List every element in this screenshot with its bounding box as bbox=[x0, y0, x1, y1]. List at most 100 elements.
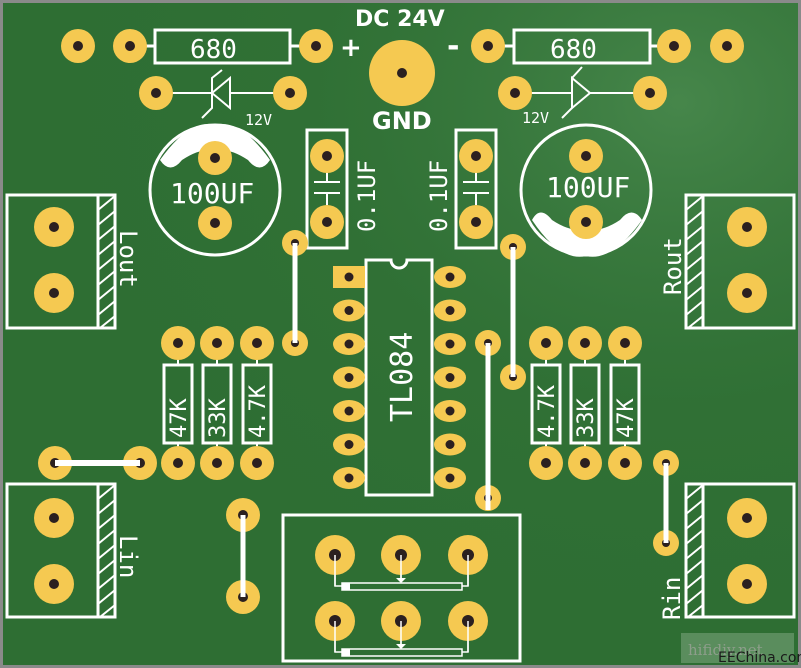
plus-label: + bbox=[340, 33, 362, 63]
left-bank-resistor-value: 33K bbox=[206, 398, 231, 438]
pad[interactable] bbox=[657, 29, 691, 63]
terminal-pad[interactable] bbox=[727, 564, 767, 604]
jumper-left-horizontal bbox=[38, 446, 157, 480]
terminal-left-output: Lout bbox=[5, 193, 142, 330]
zener-right-value: 12V bbox=[522, 109, 549, 127]
ic-pin[interactable] bbox=[434, 266, 466, 288]
pad[interactable] bbox=[471, 29, 505, 63]
cap-left-ceramic-value: 0.1UF bbox=[353, 160, 381, 232]
ic-pin[interactable] bbox=[434, 433, 466, 456]
ic-pin[interactable] bbox=[333, 333, 365, 355]
jumper-left-vertical bbox=[282, 230, 308, 356]
pad[interactable] bbox=[710, 29, 744, 63]
pad[interactable] bbox=[161, 446, 195, 480]
pad[interactable] bbox=[310, 205, 344, 239]
terminal-right-output-label: Rout bbox=[659, 237, 687, 295]
terminal-pad[interactable] bbox=[34, 498, 74, 538]
terminal-pad[interactable] bbox=[34, 564, 74, 604]
watermark-eechina: EEChina.com bbox=[718, 650, 801, 666]
ic-pin[interactable] bbox=[333, 433, 365, 456]
ic-pin[interactable] bbox=[333, 266, 365, 288]
left-bank-resistor: 33K bbox=[201, 345, 233, 452]
terminal-left-input-label: Lin bbox=[114, 535, 142, 578]
cap-left-electrolytic-value: 100UF bbox=[170, 177, 254, 210]
ic-pin[interactable] bbox=[333, 366, 365, 389]
pad[interactable] bbox=[529, 326, 563, 360]
pot-leads bbox=[334, 555, 469, 652]
pad[interactable] bbox=[568, 446, 602, 480]
ic-pin[interactable] bbox=[333, 299, 365, 322]
pad[interactable] bbox=[608, 326, 642, 360]
pad[interactable] bbox=[198, 206, 232, 240]
hatch bbox=[685, 484, 704, 618]
jumper-center-vertical bbox=[475, 330, 501, 511]
left-bank-resistor-value: 4.7K bbox=[246, 384, 271, 438]
resistor-right-top: 680 bbox=[502, 28, 662, 65]
ic-pin[interactable] bbox=[434, 467, 466, 489]
cap-right-electrolytic-value: 100UF bbox=[546, 171, 630, 204]
right-bank-resistor-value: 47K bbox=[614, 398, 639, 438]
terminal-right-output: Rout bbox=[659, 193, 796, 330]
cap-right-ceramic: 0.1UF bbox=[425, 128, 498, 250]
pad[interactable] bbox=[273, 76, 307, 110]
pad[interactable] bbox=[299, 29, 333, 63]
terminal-right-input-label: Rin bbox=[658, 577, 686, 620]
cap-right-electrolytic: 100UF bbox=[519, 123, 653, 257]
hatch bbox=[97, 484, 116, 618]
pad[interactable] bbox=[113, 29, 147, 63]
pad[interactable] bbox=[240, 326, 274, 360]
pad[interactable] bbox=[240, 446, 274, 480]
terminal-left-output-label: Lout bbox=[114, 230, 142, 288]
left-bank-resistor: 47K bbox=[162, 345, 194, 452]
ic-pin[interactable] bbox=[333, 400, 365, 422]
ic-tl084: TL084 bbox=[364, 258, 434, 497]
pad[interactable] bbox=[529, 446, 563, 480]
minus-label: - bbox=[447, 29, 459, 64]
zener-left: 12V bbox=[172, 69, 275, 129]
pad[interactable] bbox=[200, 326, 234, 360]
pad[interactable] bbox=[200, 446, 234, 480]
ic-label: TL084 bbox=[385, 332, 420, 422]
pad[interactable] bbox=[608, 446, 642, 480]
terminal-right-input: Rin bbox=[658, 482, 796, 620]
pad[interactable] bbox=[633, 76, 667, 110]
terminal-pad[interactable] bbox=[34, 273, 74, 313]
terminal-pad[interactable] bbox=[727, 207, 767, 247]
right-bank-resistor-value: 4.7K bbox=[535, 384, 560, 438]
watermark: hifidiy.net EEChina.com bbox=[681, 633, 801, 666]
cap-right-ceramic-value: 0.1UF bbox=[425, 160, 453, 232]
ic-pin[interactable] bbox=[434, 333, 466, 355]
terminal-pad[interactable] bbox=[727, 498, 767, 538]
watermark-hifidiy: hifidiy.net bbox=[688, 641, 763, 659]
pad[interactable] bbox=[459, 205, 493, 239]
jumper-right-rin bbox=[653, 450, 679, 556]
terminal-pad[interactable] bbox=[34, 207, 74, 247]
jumper-right-vertical bbox=[500, 234, 526, 390]
terminal-left-input: Lin bbox=[5, 482, 142, 619]
gnd-pad[interactable] bbox=[369, 40, 435, 106]
pad[interactable] bbox=[139, 76, 173, 110]
power-title: DC 24V bbox=[355, 7, 445, 32]
ic-pin[interactable] bbox=[434, 299, 466, 322]
pad[interactable] bbox=[568, 326, 602, 360]
pad[interactable] bbox=[161, 326, 195, 360]
pad[interactable] bbox=[498, 76, 532, 110]
ic-pin[interactable] bbox=[333, 467, 365, 489]
ic-pin[interactable] bbox=[434, 400, 466, 422]
zener-right: 12V bbox=[522, 66, 635, 127]
pad[interactable] bbox=[310, 139, 344, 173]
pad[interactable] bbox=[569, 205, 603, 239]
pad[interactable] bbox=[569, 139, 603, 173]
resistor-right-top-value: 680 bbox=[550, 35, 597, 65]
gnd-label: GND bbox=[372, 107, 432, 135]
pad[interactable] bbox=[61, 29, 95, 63]
left-bank-resistor-value: 47K bbox=[167, 398, 192, 438]
pad[interactable] bbox=[198, 141, 232, 175]
resistor-left-top-value: 680 bbox=[190, 35, 237, 65]
zener-left-value: 12V bbox=[245, 111, 272, 129]
pad[interactable] bbox=[459, 139, 493, 173]
ic-pin[interactable] bbox=[434, 366, 466, 389]
hatch bbox=[97, 195, 116, 329]
terminal-pad[interactable] bbox=[727, 273, 767, 313]
